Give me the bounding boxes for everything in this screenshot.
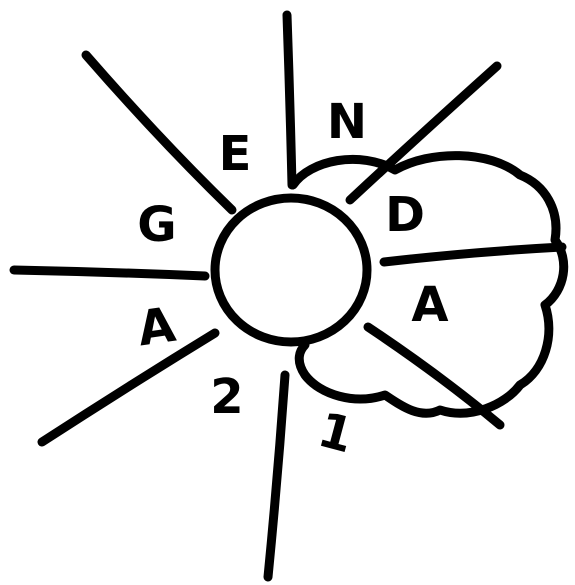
ray-upper-right: [350, 66, 497, 200]
ray-right: [384, 247, 562, 262]
ray-upper-left: [86, 55, 232, 210]
sun-circle: [215, 198, 367, 342]
letter-a-right: A: [411, 277, 448, 333]
number-one: 1: [312, 402, 359, 465]
sun-rays: [14, 15, 562, 577]
ray-top: [287, 15, 292, 185]
number-two: 2: [210, 369, 243, 425]
letter-g: G: [137, 197, 176, 253]
ray-lower-left: [42, 333, 215, 442]
ray-bottom: [268, 375, 285, 577]
ray-left: [14, 270, 205, 276]
letter-a-left: A: [134, 297, 179, 358]
letter-e: E: [219, 126, 252, 182]
letter-d: D: [385, 187, 425, 243]
letter-n: N: [327, 94, 367, 150]
